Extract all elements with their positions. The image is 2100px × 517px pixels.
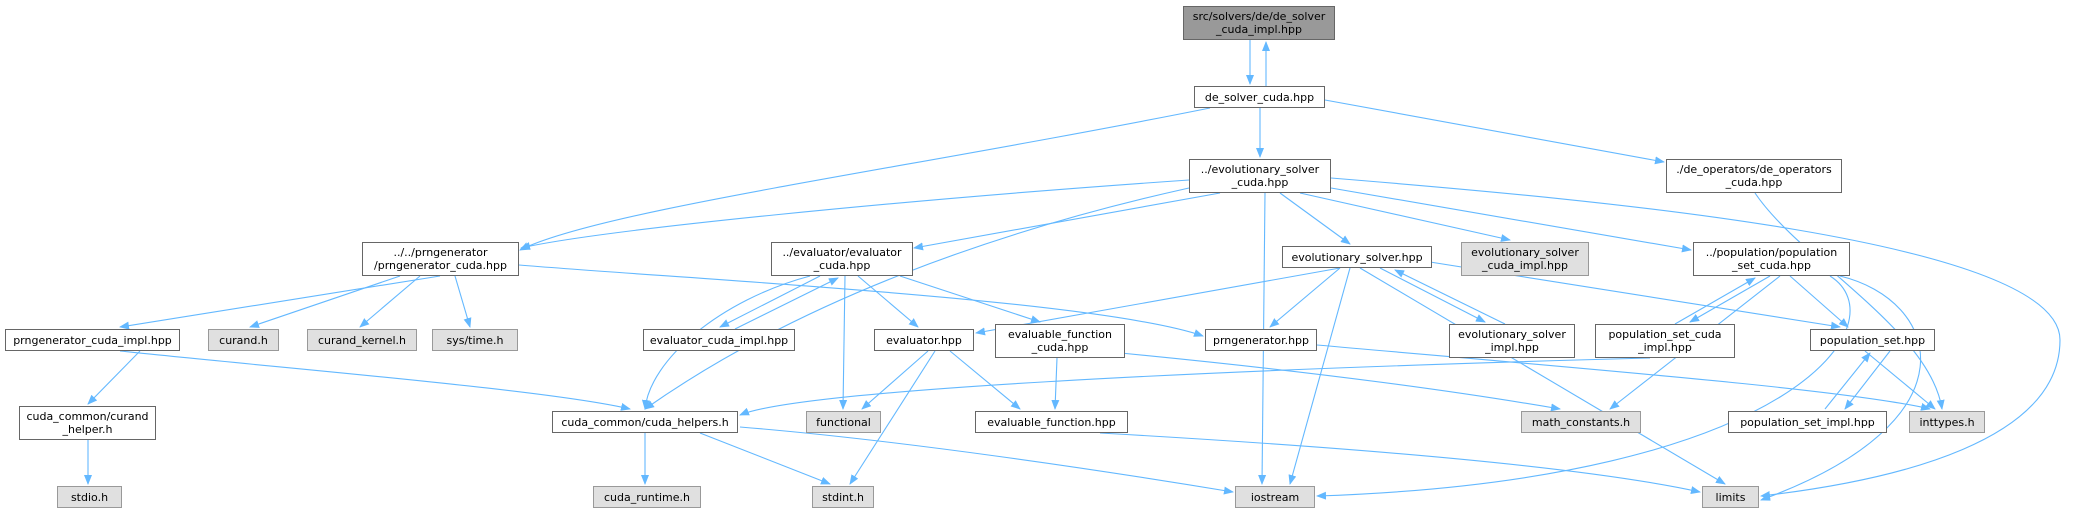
edge-38 bbox=[739, 357, 1651, 416]
edge-50 bbox=[1099, 432, 1701, 494]
edge-54 bbox=[1844, 350, 1891, 410]
edge-7 bbox=[644, 187, 1190, 410]
node-prngenerator[interactable]: prngenerator.hpp bbox=[1205, 329, 1317, 351]
edge-46 bbox=[1099, 350, 1561, 412]
node-root-de-solver-cuda-impl: src/solvers/de/de_solver _cuda_impl.hpp bbox=[1183, 6, 1335, 40]
edge-6 bbox=[520, 179, 1190, 250]
node-population-set-cuda-impl[interactable]: population_set_cuda _impl.hpp bbox=[1595, 324, 1735, 358]
node-limits: limits bbox=[1702, 486, 1759, 508]
edge-25 bbox=[975, 267, 1341, 336]
edge-33 bbox=[1674, 277, 1756, 325]
edge-51 bbox=[1316, 344, 1931, 411]
node-evaluable-function-cuda[interactable]: evaluable_function _cuda.hpp bbox=[995, 324, 1125, 358]
edge-45 bbox=[1051, 357, 1060, 410]
edge-30 bbox=[1394, 269, 1506, 325]
edge-27 bbox=[1288, 267, 1351, 485]
edge-52 bbox=[1864, 350, 1936, 410]
edge-23 bbox=[839, 275, 848, 410]
node-population-set-impl[interactable]: population_set_impl.hpp bbox=[1728, 411, 1887, 433]
edge-40 bbox=[119, 350, 631, 411]
edge-48 bbox=[949, 350, 1021, 410]
node-evolutionary-solver-impl[interactable]: evolutionary_solver _impl.hpp bbox=[1449, 324, 1575, 358]
node-math-constants: math_constants.h bbox=[1521, 411, 1641, 433]
edge-29 bbox=[1379, 267, 1486, 323]
edge-32 bbox=[1689, 275, 1771, 323]
node-stdint-h: stdint.h bbox=[812, 486, 874, 508]
node-evolutionary-solver-cuda-impl: evolutionary_solver _cuda_impl.hpp bbox=[1461, 242, 1589, 276]
node-evaluator[interactable]: evaluator.hpp bbox=[874, 329, 974, 351]
edge-47 bbox=[861, 350, 929, 410]
edge-2 bbox=[519, 107, 1211, 251]
edge-44 bbox=[739, 426, 1234, 495]
edge-18 bbox=[518, 264, 1204, 337]
edge-20 bbox=[719, 275, 821, 328]
node-functional: functional bbox=[806, 411, 881, 433]
edge-26 bbox=[1269, 267, 1341, 328]
edge-28 bbox=[1359, 267, 1726, 485]
node-iostream: iostream bbox=[1235, 486, 1315, 508]
node-inttypes-h: inttypes.h bbox=[1909, 411, 1985, 433]
edge-21 bbox=[734, 277, 839, 330]
edge-17 bbox=[454, 275, 472, 328]
edge-43 bbox=[699, 432, 831, 485]
edge-8 bbox=[913, 192, 1221, 251]
edge-15 bbox=[249, 275, 401, 328]
node-de-solver-cuda[interactable]: de_solver_cuda.hpp bbox=[1194, 86, 1325, 108]
edge-4 bbox=[1324, 99, 1665, 165]
node-de-operators-cuda[interactable]: ./de_operators/de_operators _cuda.hpp bbox=[1666, 159, 1842, 193]
edge-36 bbox=[1316, 275, 1851, 500]
edge-12 bbox=[1330, 187, 1692, 253]
node-cuda-runtime-h: cuda_runtime.h bbox=[593, 486, 701, 508]
edge-49 bbox=[849, 350, 936, 485]
edge-14 bbox=[119, 275, 441, 330]
node-prngenerator-cuda-impl[interactable]: prngenerator_cuda_impl.hpp bbox=[5, 329, 180, 351]
node-stdio-h: stdio.h bbox=[57, 486, 122, 508]
node-prngenerator-cuda[interactable]: ../../prngenerator /prngenerator_cuda.hp… bbox=[362, 242, 519, 276]
edge-22 bbox=[857, 275, 919, 328]
node-evolutionary-solver[interactable]: evolutionary_solver.hpp bbox=[1282, 246, 1432, 268]
edge-5 bbox=[1754, 192, 1945, 410]
node-evolutionary-solver-cuda[interactable]: ../evolutionary_solver _cuda.hpp bbox=[1189, 159, 1331, 193]
node-cuda-helpers[interactable]: cuda_common/cuda_helpers.h bbox=[552, 411, 738, 433]
node-population-set-cuda[interactable]: ../population/population _set_cuda.hpp bbox=[1693, 242, 1850, 276]
edge-39 bbox=[87, 350, 141, 405]
edge-53 bbox=[1824, 352, 1871, 410]
node-curand-h: curand.h bbox=[208, 329, 279, 351]
edge-24 bbox=[899, 275, 1041, 323]
dependency-edges bbox=[84, 40, 2061, 501]
edge-16 bbox=[359, 275, 421, 328]
node-evaluator-cuda[interactable]: ../evaluator/evaluator _cuda.hpp bbox=[771, 242, 913, 276]
node-evaluable-function[interactable]: evaluable_function.hpp bbox=[975, 411, 1128, 433]
edge-10 bbox=[1279, 192, 1351, 245]
edge-13 bbox=[1330, 177, 2061, 499]
node-sys-time-h: sys/time.h bbox=[432, 329, 518, 351]
node-evaluator-cuda-impl[interactable]: evaluator_cuda_impl.hpp bbox=[643, 329, 795, 351]
edge-34 bbox=[1789, 275, 1849, 328]
edge-37 bbox=[1760, 275, 1922, 501]
node-curand-helper[interactable]: cuda_common/curand _helper.h bbox=[19, 406, 156, 440]
edge-11 bbox=[1299, 192, 1511, 242]
node-population-set[interactable]: population_set.hpp bbox=[1810, 329, 1935, 351]
node-curand-kernel-h: curand_kernel.h bbox=[307, 329, 417, 351]
